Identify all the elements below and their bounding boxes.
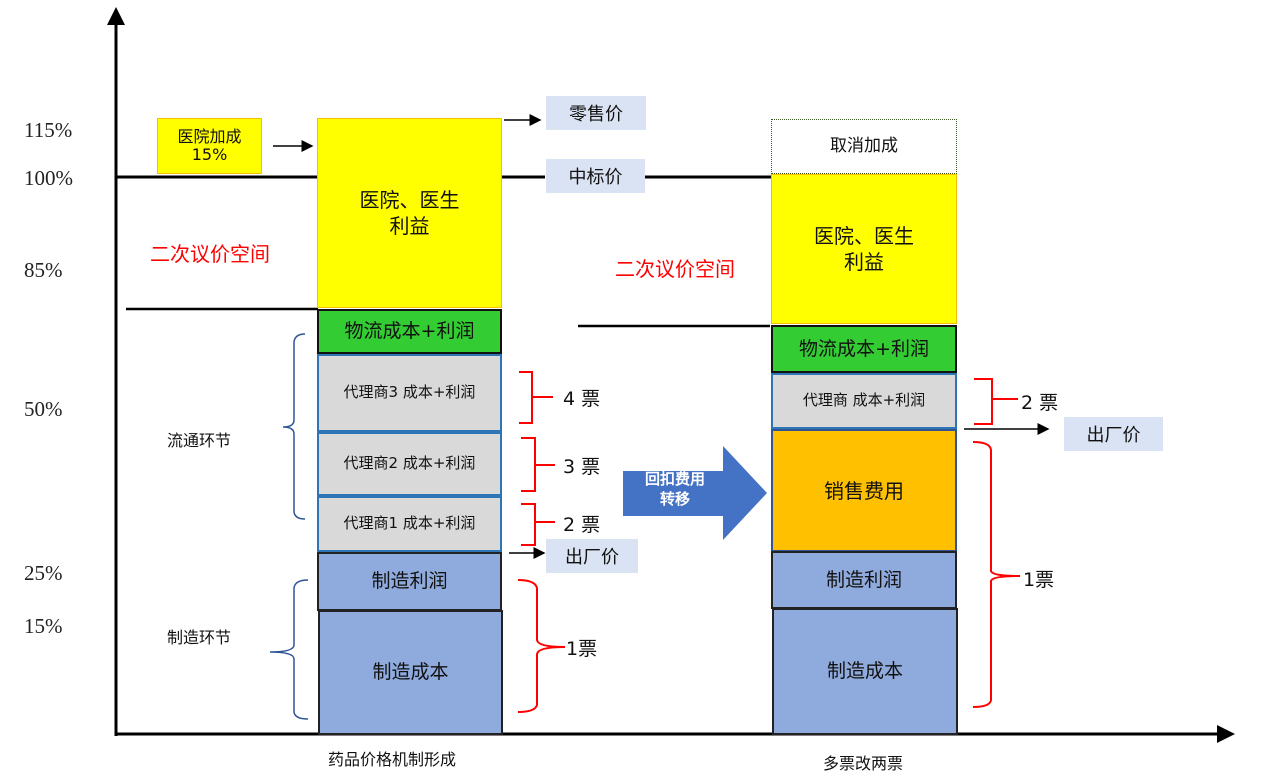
y-tick-15: 15% <box>24 614 63 638</box>
y-tick-100: 100% <box>24 166 73 190</box>
left-mfg-profit-block: 制造利润 <box>317 552 502 611</box>
cancel-markup-block: 取消加成 <box>771 119 957 174</box>
ex-factory-price-tag-left: 出厂价 <box>546 539 638 573</box>
right-mfg-cost-block: 制造成本 <box>772 608 958 735</box>
y-tick-115: 115% <box>24 118 73 142</box>
right-hospital-benefit-line1: 医院、医生 <box>814 224 914 248</box>
ex-factory-price-tag-right: 出厂价 <box>1064 417 1163 451</box>
right-mfg-profit-block: 制造利润 <box>771 551 957 609</box>
hospital-markup-box: 医院加成 15% <box>157 118 262 174</box>
circulation-brace <box>282 333 306 520</box>
hospital-markup-label: 医院加成 <box>177 126 242 146</box>
bracket-3-ticket <box>521 437 555 492</box>
renegotiation-space-right: 二次议价空间 <box>615 257 735 281</box>
y-tick-25: 25% <box>24 561 63 585</box>
ticket-1-right: 1票 <box>1023 569 1055 591</box>
right-logistics-block: 物流成本+利润 <box>771 325 957 373</box>
bracket-4-ticket <box>519 371 553 424</box>
circulation-stage-label: 流通环节 <box>167 431 232 450</box>
ticket-1-left: 1票 <box>566 638 598 660</box>
left-hospital-benefit-line2: 利益 <box>389 214 430 238</box>
retail-price-tag: 零售价 <box>546 96 646 130</box>
hospital-markup-value: 15% <box>191 145 228 164</box>
manufacturing-brace <box>269 579 309 720</box>
renegotiation-space-left: 二次议价空间 <box>150 242 270 266</box>
transfer-arrow-shape <box>623 446 767 540</box>
left-hospital-benefit-block: 医院、医生 利益 <box>317 118 502 308</box>
agent1-block: 代理商1 成本+利润 <box>317 496 502 552</box>
transfer-arrow-line1: 回扣费用 <box>644 470 705 488</box>
left-logistics-block: 物流成本+利润 <box>317 309 502 354</box>
manufacturing-stage-label: 制造环节 <box>167 628 232 647</box>
ticket-4: 4 票 <box>563 388 601 410</box>
bracket-1-ticket-left <box>517 579 566 713</box>
agent2-block: 代理商2 成本+利润 <box>317 432 502 496</box>
bracket-2-ticket-left <box>521 503 555 546</box>
y-tick-50: 50% <box>24 397 63 421</box>
ticket-2-left: 2 票 <box>563 514 601 536</box>
bid-price-tag: 中标价 <box>546 159 645 193</box>
right-hospital-benefit-block: 医院、医生 利益 <box>771 174 957 324</box>
left-mfg-cost-block: 制造成本 <box>318 610 503 735</box>
transfer-arrow-line2: 转移 <box>659 489 690 508</box>
bracket-2-ticket-right <box>974 378 1018 425</box>
agent3-block: 代理商3 成本+利润 <box>317 354 502 432</box>
ticket-3: 3 票 <box>563 456 601 478</box>
sales-expense-block: 销售费用 <box>771 429 957 552</box>
left-hospital-benefit-line1: 医院、医生 <box>359 188 460 212</box>
ticket-2-right: 2 票 <box>1021 392 1059 414</box>
bracket-1-ticket-right <box>972 441 1021 708</box>
transfer-arrow-label: 回扣费用 转移 <box>630 470 720 509</box>
caption-left: 药品价格机制形成 <box>328 750 457 769</box>
caption-right: 多票改两票 <box>823 754 904 773</box>
y-tick-85: 85% <box>24 258 63 282</box>
right-hospital-benefit-line2: 利益 <box>844 250 884 274</box>
agent-block: 代理商 成本+利润 <box>771 373 957 429</box>
